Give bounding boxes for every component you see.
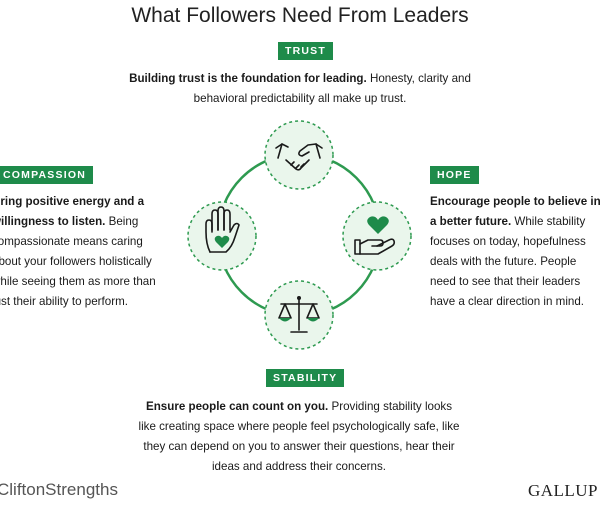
stability-description: Ensure people can count on you. Providin… [138, 397, 460, 477]
cliftonstrengths-logo: CliftonStrengths [0, 480, 118, 499]
compassion-body: Being compassionate means caring about y… [0, 215, 156, 308]
trust-headline: Building trust is the foundation for lea… [129, 72, 367, 85]
hope-headline: Encourage people to believe in a better … [430, 195, 600, 228]
trust-description: Building trust is the foundation for lea… [120, 69, 480, 109]
compassion-tag: COMPASSION [0, 166, 93, 184]
scales-icon [264, 280, 334, 350]
stability-body: Providing stability looks like creating … [138, 400, 460, 473]
hope-tag: HOPE [430, 166, 479, 184]
stability-headline: Ensure people can count on you. [145, 400, 329, 413]
hand-heart-icon [187, 201, 257, 271]
hope-description: Encourage people to believe in a better … [430, 192, 600, 312]
handshake-icon [264, 120, 334, 190]
hope-body: While stability focuses on today, hopefu… [430, 215, 586, 308]
page-title: What Followers Need From Leaders [131, 4, 469, 27]
stability-tag: STABILITY [266, 369, 345, 387]
trust-body: Honesty, clarity and behavioral predicta… [193, 72, 471, 105]
gallup-logo: GALLUP [527, 481, 598, 500]
heart-in-hand-icon [342, 201, 412, 271]
trust-tag: TRUST [278, 42, 333, 60]
compassion-description: Bring positive energy and a willingness … [0, 192, 168, 312]
compassion-headline: Bring positive energy and a willingness … [0, 195, 145, 228]
